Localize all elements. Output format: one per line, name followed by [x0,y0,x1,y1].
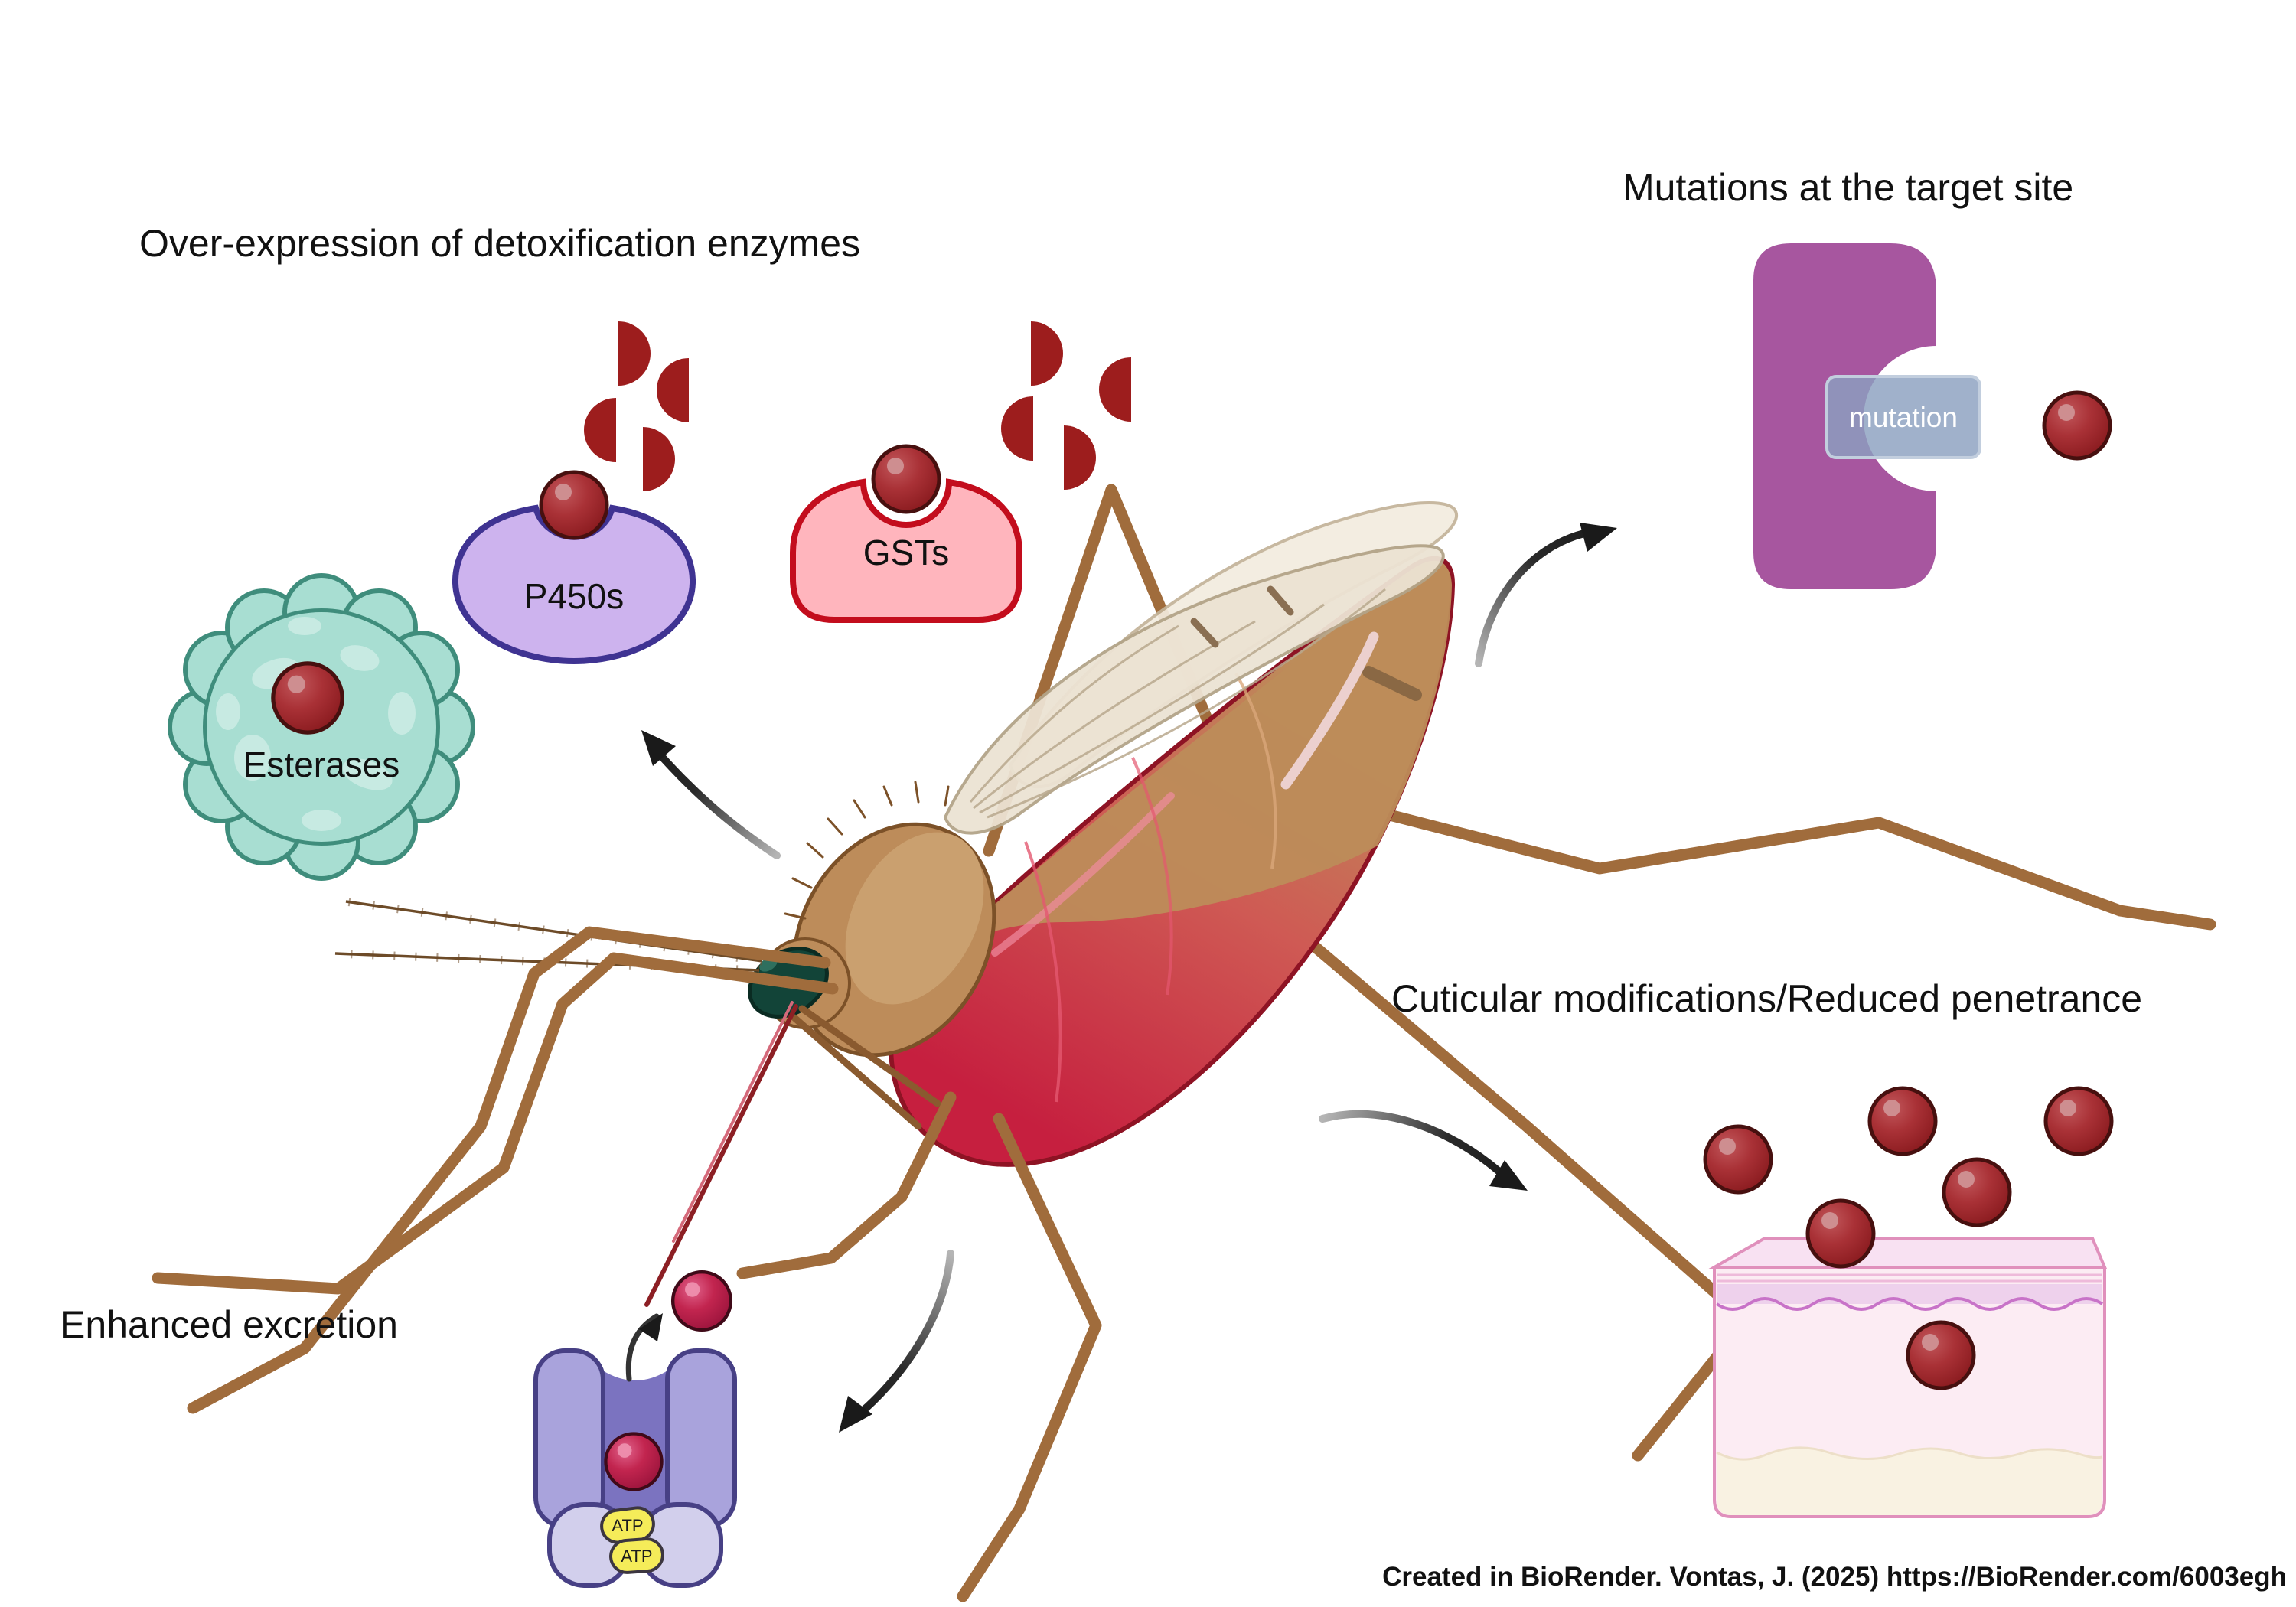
cuticle-layer-icon [1708,1237,2108,1518]
cuticle-section: Cuticular modifications/Reduced penetran… [1391,977,2142,1518]
mosquito-wings [943,501,1458,835]
esterase-enzyme-icon: Esterases [168,573,475,881]
excretion-title: Enhanced excretion [60,1303,398,1346]
target-site-title: Mutations at the target site [1623,166,2073,209]
mosquito-palps [791,1005,941,1130]
atp-capsules: ATP ATP [600,1506,664,1574]
excretion-arrow [625,1313,660,1382]
atp-bottom-label: ATP [621,1547,652,1566]
mosquito-proboscis [644,1004,798,1307]
mutation-label: mutation [1849,402,1958,433]
detox-title: Over-expression of detoxification enzyme… [139,222,860,265]
insecticide-molecule-icon [1944,1159,2010,1225]
flow-arrows [641,523,1617,1433]
insecticide-molecule-icon [605,1433,661,1489]
insecticide-molecule-icon [273,663,342,732]
detox-enzymes-section: Over-expression of detoxification enzyme… [139,222,1131,881]
mutation-box: mutation [1825,375,1981,459]
split-insecticide-half-icon [1001,396,1033,461]
insecticide-molecule-icon [673,1272,731,1330]
split-insecticide-half-icon [584,398,616,462]
biorender-credit: Created in BioRender. Vontas, J. (2025) … [1382,1562,2287,1592]
insecticide-molecule-icon [2044,393,2110,458]
insecticide-molecule-icon [541,472,607,538]
split-insecticide-half-icon [657,358,689,422]
insecticide-molecule-icon [1705,1126,1771,1192]
insecticide-molecule-icon [1870,1088,1936,1154]
esterases-label: Esterases [243,745,400,784]
arrow-to-excretion [853,1250,954,1420]
excretion-section: Enhanced excretion ATP ATP [60,1272,737,1588]
insecticide-molecule-icon [1808,1201,1874,1266]
p450s-label: P450s [524,576,624,616]
insecticide-molecule-icon [873,446,939,512]
split-insecticide-fragments [584,321,1131,491]
insecticide-molecule-icon [2046,1088,2112,1154]
cuticular-title: Cuticular modifications/Reduced penetran… [1391,977,2142,1020]
arrow-to-target-site [1475,530,1588,667]
arrow-to-cuticle [1319,1110,1504,1176]
insecticide-molecule-icon [1908,1322,1974,1388]
split-insecticide-half-icon [1064,425,1096,490]
split-insecticide-half-icon [643,427,675,491]
mosquito-front-legs [152,926,1102,1602]
p450-enzyme-icon: P450s [452,472,696,665]
split-insecticide-half-icon [1031,321,1063,386]
gst-enzyme-icon: GSTs [790,446,1022,623]
atp-top-label: ATP [612,1516,643,1535]
target-site-section: Mutations at the target site mutation [1623,166,2110,589]
split-insecticide-half-icon [618,321,651,386]
gsts-label: GSTs [863,533,949,572]
arrow-to-detox [647,740,781,859]
split-insecticide-half-icon [1099,357,1131,422]
abc-transporter-pump-icon: ATP ATP [533,1272,737,1588]
anopheles-mosquito [152,484,2216,1602]
mosquito-abdomen [889,556,1456,1167]
